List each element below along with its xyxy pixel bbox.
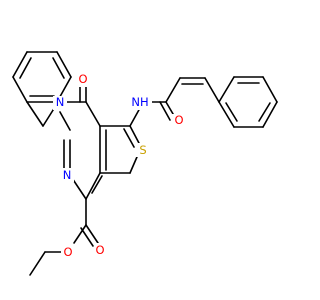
ring-nitrogen-bottom-label: N: [63, 168, 72, 182]
thiophene-sulfur-label: S: [139, 143, 146, 157]
ester-carbonyl-oxygen-label: O: [95, 243, 104, 257]
molecule-canvas: NH O O S N N O O: [12, 51, 278, 276]
amide-oxygen-label: O: [174, 113, 183, 127]
molecule-structure: NH O O S N N O O: [12, 51, 278, 276]
bonds: [12, 51, 278, 276]
nh-label: NH: [131, 95, 148, 109]
ring-nitrogen-top-label: N: [56, 95, 65, 109]
ester-ether-oxygen-label: O: [63, 245, 72, 259]
atom-labels: NH O O S N N O O: [53, 72, 186, 259]
ketone-oxygen-label: O: [78, 72, 87, 86]
